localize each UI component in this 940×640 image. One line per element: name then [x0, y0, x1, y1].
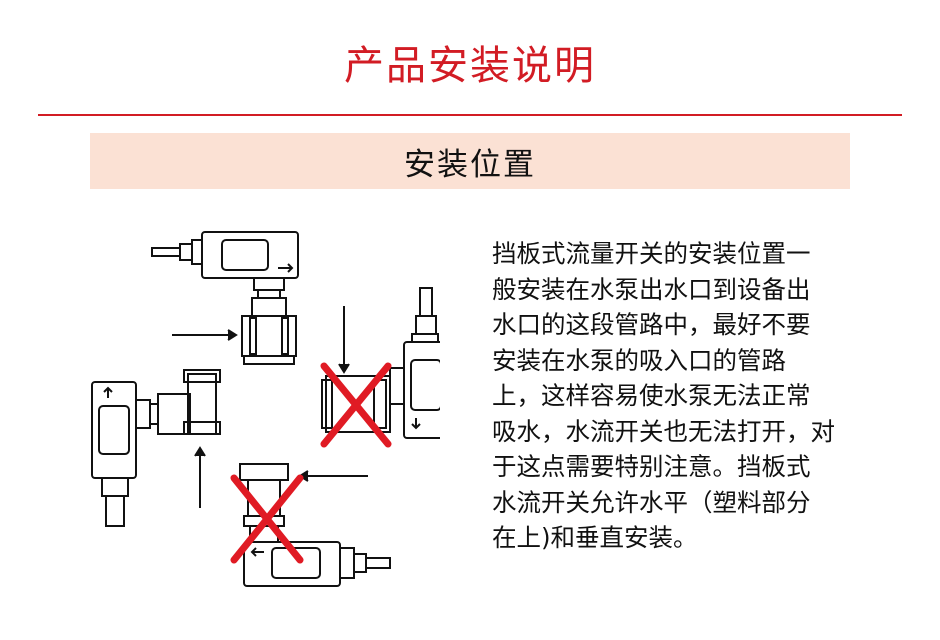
- body-line: 上，这样容易使水泵无法正常: [492, 381, 811, 410]
- body-line: 般安装在水泵出水口到设备出: [492, 274, 811, 304]
- wrong-cross-bottom: [230, 474, 304, 564]
- wrong-install-right: [321, 287, 449, 439]
- body-line: 吸水，水流开关也无法打开，对: [492, 416, 835, 446]
- title-divider: [38, 114, 902, 116]
- section-banner: 安装位置: [90, 133, 850, 189]
- correct-install-left: [91, 369, 221, 527]
- installation-description: 挡板式流量开关的安装位置一 般安装在水泵出水口到设备出 水口的这段管路中，最好不…: [492, 236, 892, 556]
- body-line: 水口的这段管路中，最好不要: [492, 310, 811, 339]
- flow-arrow-left: [194, 446, 206, 508]
- body-line: 在上)和垂直安装。: [492, 523, 698, 552]
- section-title: 安装位置: [404, 146, 536, 183]
- flow-arrow-top-left: [172, 329, 238, 341]
- flow-arrow-right: [338, 306, 350, 374]
- page-title: 产品安装说明: [344, 43, 596, 89]
- body-line: 安装在水泵的吸入口的管路: [492, 345, 786, 375]
- installation-diagram-svg: [91, 231, 449, 587]
- wrong-cross-right: [320, 362, 392, 448]
- body-line: 挡板式流量开关的安装位置一: [492, 239, 811, 268]
- body-line: 于这点需要特别注意。挡板式: [492, 452, 811, 481]
- installation-diagram: [78, 222, 449, 600]
- correct-install-top-left: [151, 231, 299, 365]
- flow-arrow-bottom: [298, 470, 368, 482]
- body-line: 水流开关允许水平（塑料部分: [492, 487, 811, 517]
